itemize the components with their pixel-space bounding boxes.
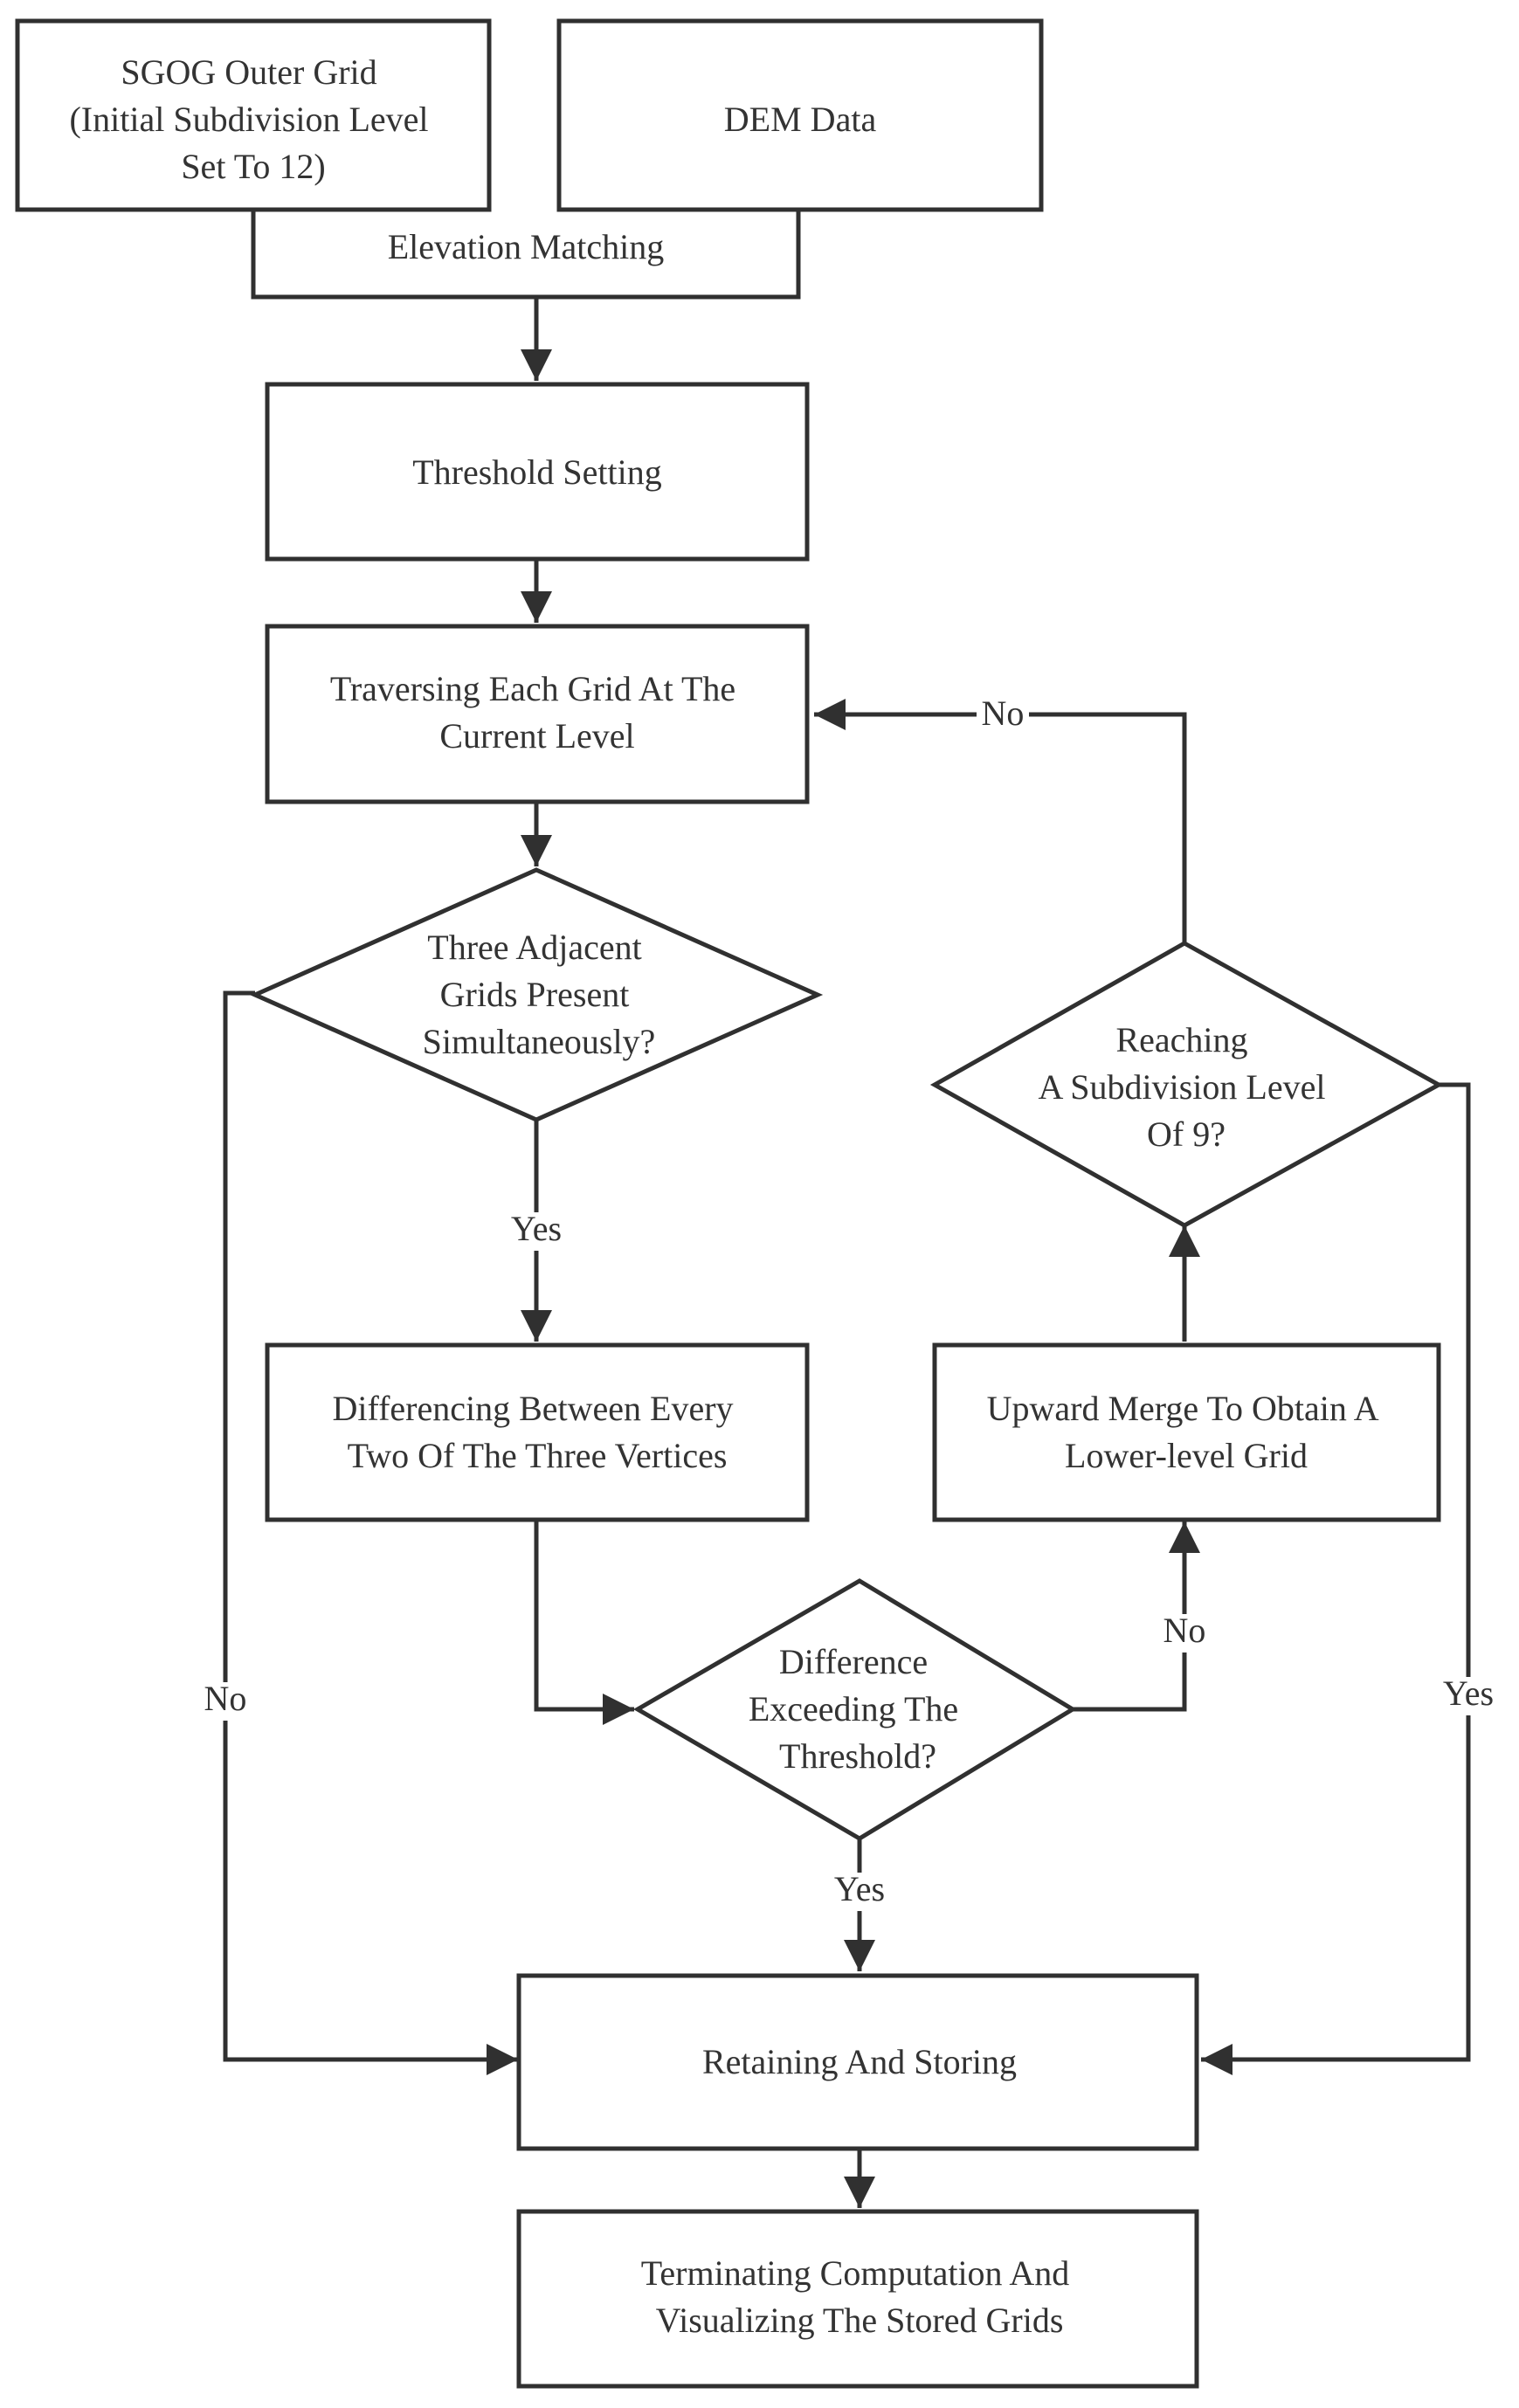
label-line: Traversing Each Grid At The — [330, 669, 735, 708]
node-label: SGOG Outer Grid (Initial Subdivision Lev… — [69, 52, 437, 186]
label-line: Two Of The Three Vertices — [348, 1436, 728, 1475]
node-sgog-outer-grid: SGOG Outer Grid (Initial Subdivision Lev… — [15, 18, 492, 212]
arrow-no-to-upward-merge — [1073, 1521, 1200, 1712]
label-line: Grids Present — [440, 975, 630, 1014]
label-line: Exceeding The — [749, 1689, 958, 1728]
node-difference-exceeding: Difference Exceeding The Threshold? — [633, 1578, 1077, 1841]
label-line: Current Level — [439, 716, 634, 756]
node-label: Elevation Matching — [388, 227, 665, 266]
node-retaining: Retaining And Storing — [516, 1973, 1199, 2151]
label-line: Upward Merge To Obtain A — [987, 1389, 1379, 1428]
label-bg — [197, 1682, 253, 1721]
edge-label-three-adjacent-yes: Yes — [511, 1209, 562, 1248]
edge-label-three-adjacent-no: No — [204, 1679, 247, 1718]
node-label: Traversing Each Grid At The Current Leve… — [330, 669, 744, 756]
node-label: Threshold Setting — [412, 452, 662, 492]
terminal-box — [516, 2209, 1199, 2389]
label-line: Threshold Setting — [412, 452, 662, 492]
node-label: Difference Exceeding The Threshold? — [749, 1642, 967, 1776]
label-bg — [830, 1873, 889, 1911]
label-line: DEM Data — [724, 100, 877, 139]
arrow-no-to-retaining — [223, 990, 518, 2075]
process-box — [265, 1342, 810, 1522]
label-line: Reaching — [1115, 1020, 1247, 1059]
label-line: Visualizing The Stored Grids — [656, 2301, 1064, 2340]
node-differencing: Differencing Between Every Two Of The Th… — [265, 1342, 810, 1522]
process-box — [516, 1973, 1199, 2151]
node-threshold-setting: Threshold Setting — [265, 382, 810, 562]
label-line: Terminating Computation And — [641, 2253, 1070, 2293]
node-traversing: Traversing Each Grid At The Current Leve… — [265, 624, 810, 804]
node-label: Three Adjacent Grids Present Simultaneou… — [423, 928, 656, 1061]
label-line: (Initial Subdivision Level — [69, 100, 428, 139]
node-label: Reaching A Subdivision Level Of 9? — [1039, 1020, 1335, 1154]
label-bg — [507, 1212, 566, 1251]
label-line: Elevation Matching — [388, 227, 665, 266]
edge-label-reaching-yes: Yes — [1443, 1673, 1494, 1713]
node-dem-data: DEM Data — [556, 18, 1044, 212]
label-bg — [1157, 1614, 1212, 1652]
process-box — [556, 18, 1044, 212]
node-label: Differencing Between Every Two Of The Th… — [332, 1389, 742, 1475]
node-label: Upward Merge To Obtain A Lower-level Gri… — [987, 1389, 1386, 1475]
process-box — [265, 382, 810, 562]
label-line: Differencing Between Every — [332, 1389, 733, 1428]
edge-label-difference-yes: Yes — [834, 1869, 885, 1908]
process-box — [15, 18, 492, 212]
label-bg — [1437, 1677, 1500, 1715]
label-line: Three Adjacent — [427, 928, 641, 967]
label-line: Threshold? — [779, 1736, 936, 1776]
label-line: Lower-level Grid — [1065, 1436, 1308, 1475]
node-elevation-matching: Elevation Matching — [388, 227, 665, 266]
process-box — [265, 624, 810, 804]
label-line: Set To 12) — [181, 147, 325, 186]
label-line: Simultaneously? — [423, 1022, 656, 1061]
edge-label-difference-no: No — [1163, 1611, 1206, 1650]
decision-diamond — [633, 1578, 1077, 1841]
arrow-to-difference-exceeding — [534, 1520, 634, 1725]
node-label: Retaining And Storing — [702, 2042, 1017, 2081]
label-bg — [977, 697, 1029, 734]
decision-diamond — [929, 941, 1444, 1228]
arrow-no-to-traversing — [814, 699, 1187, 943]
label-line: SGOG Outer Grid — [121, 52, 376, 92]
process-box — [932, 1342, 1441, 1522]
edge-labels: No Yes No No Yes Yes — [197, 693, 1500, 1911]
label-line: A Subdivision Level — [1039, 1067, 1326, 1107]
node-terminating: Terminating Computation And Visualizing … — [516, 2209, 1199, 2389]
node-reaching-level: Reaching A Subdivision Level Of 9? — [929, 941, 1444, 1228]
node-three-adjacent: Three Adjacent Grids Present Simultaneou… — [249, 867, 824, 1122]
decision-diamond — [249, 867, 824, 1122]
label-line: Retaining And Storing — [702, 2042, 1017, 2081]
edge-label-reaching-no: No — [982, 693, 1025, 733]
node-upward-merge: Upward Merge To Obtain A Lower-level Gri… — [932, 1342, 1441, 1522]
node-label: Terminating Computation And Visualizing … — [641, 2253, 1079, 2340]
label-line: Difference — [779, 1642, 928, 1681]
arrow-yes-to-retaining — [1201, 1082, 1471, 2075]
node-label: DEM Data — [724, 100, 877, 139]
merge-connector — [251, 210, 801, 300]
label-line: Of 9? — [1147, 1114, 1226, 1154]
